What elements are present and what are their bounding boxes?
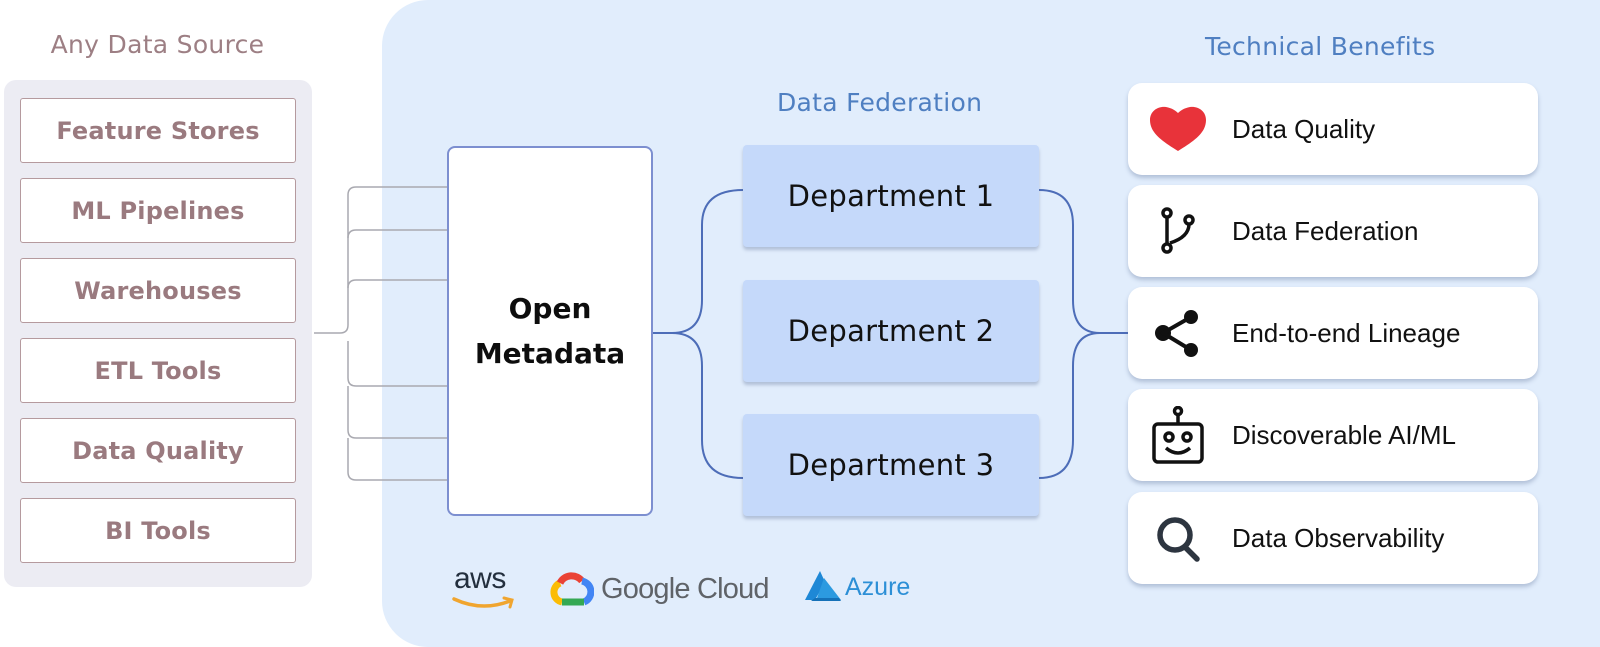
sources-title: Any Data Source xyxy=(50,30,265,59)
google-cloud-icon xyxy=(550,572,594,606)
hub-line1: Open xyxy=(508,292,592,325)
benefit-label: End-to-end Lineage xyxy=(1232,317,1461,348)
azure-logo: Azure xyxy=(803,570,910,604)
source-warehouses: Warehouses xyxy=(20,258,296,323)
department-3: Department 3 xyxy=(743,414,1039,516)
google-cloud-text: Google Cloud xyxy=(601,572,770,605)
aws-smile-icon xyxy=(452,596,514,609)
share-icon xyxy=(1128,287,1228,379)
source-etl-tools: ETL Tools xyxy=(20,338,296,403)
search-icon xyxy=(1128,492,1228,584)
open-metadata-hub: Open Metadata xyxy=(447,146,653,516)
benefit-data-observability: Data Observability xyxy=(1128,492,1538,584)
robot-icon xyxy=(1128,389,1228,481)
benefit-lineage: End-to-end Lineage xyxy=(1128,287,1538,379)
benefit-data-federation: Data Federation xyxy=(1128,185,1538,277)
source-data-quality: Data Quality xyxy=(20,418,296,483)
department-1: Department 1 xyxy=(743,145,1039,247)
aws-logo: aws xyxy=(452,562,516,614)
azure-icon xyxy=(805,571,841,601)
benefits-title: Technical Benefits xyxy=(1205,32,1436,61)
benefit-label: Data Observability xyxy=(1232,522,1445,553)
benefit-label: Data Federation xyxy=(1232,215,1419,246)
federation-title: Data Federation xyxy=(777,88,983,117)
source-ml-pipelines: ML Pipelines xyxy=(20,178,296,243)
aws-text: aws xyxy=(454,562,506,595)
google-cloud-logo: Google Cloud xyxy=(550,572,770,606)
benefit-label: Data Quality xyxy=(1232,113,1376,144)
benefit-discoverable-ai-ml: Discoverable AI/ML xyxy=(1128,389,1538,481)
heart-icon xyxy=(1128,83,1228,175)
azure-text: Azure xyxy=(845,572,911,601)
benefit-label: Discoverable AI/ML xyxy=(1232,419,1456,450)
department-2: Department 2 xyxy=(743,280,1039,382)
hub-line2: Metadata xyxy=(474,337,626,370)
source-feature-stores: Feature Stores xyxy=(20,98,296,163)
benefit-data-quality: Data Quality xyxy=(1128,83,1538,175)
git-branch-icon xyxy=(1128,185,1228,277)
source-bi-tools: BI Tools xyxy=(20,498,296,563)
